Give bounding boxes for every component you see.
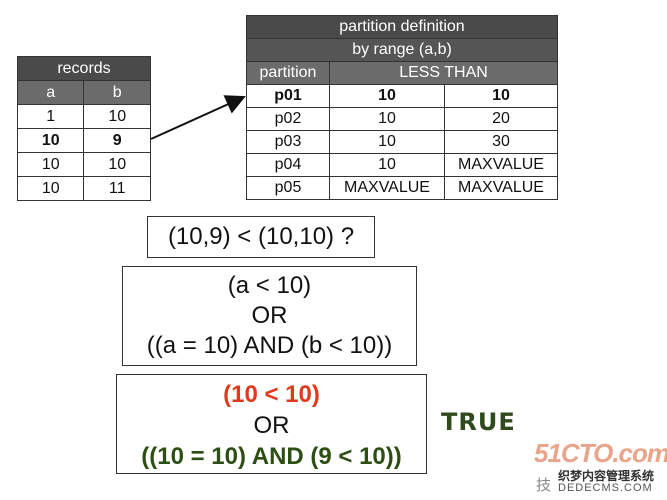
evaluation-true-term: ((10 = 10) AND (9 < 10)) (141, 443, 402, 470)
expression-line: OR (251, 302, 288, 329)
table-cell: p02 (246, 107, 330, 131)
records-table: records a b 1 10 10 9 10 10 10 11 (16, 56, 151, 201)
table-row: p05 MAXVALUE MAXVALUE (246, 176, 558, 200)
table-cell: p05 (246, 176, 330, 200)
watermark-cn: 织梦内容管理系统 (558, 469, 655, 483)
evaluation-false-term: (10 < 10) (223, 381, 320, 408)
evaluation-or: OR (253, 412, 290, 439)
records-title: records (17, 56, 151, 81)
evaluation-box: (10 < 10) OR ((10 = 10) AND (9 < 10)) (116, 374, 427, 474)
table-cell: 11 (83, 176, 151, 201)
comparison-question: (10,9) < (10,10) ? (147, 216, 375, 258)
table-row: 10 11 (16, 176, 151, 201)
expression-line: (a < 10) (227, 272, 312, 299)
table-cell: 10 (16, 152, 85, 177)
table-row: p04 10 MAXVALUE (246, 153, 558, 177)
table-cell: p01 (246, 84, 330, 108)
table-cell: 10 (329, 84, 445, 108)
table-row: p02 10 20 (246, 107, 558, 131)
table-row: 1 10 (16, 104, 151, 129)
watermark-url: DEDECMS.COM (558, 482, 653, 494)
watermark-logo: 51CTO.com (534, 438, 667, 468)
table-cell: MAXVALUE (444, 176, 558, 200)
watermark-prefix: 技 (536, 477, 552, 494)
expression-box: (a < 10) OR ((a = 10) AND (b < 10)) (122, 266, 417, 366)
partition-title: partition definition (246, 15, 558, 39)
partition-table: partition definition by range (a,b) part… (246, 15, 558, 200)
table-cell: 10 (16, 128, 85, 153)
table-cell: 1 (16, 104, 85, 129)
table-cell: p04 (246, 153, 330, 177)
table-cell: 10 (329, 107, 445, 131)
table-cell: 10 (16, 176, 85, 201)
table-row-highlighted: p01 10 10 (246, 84, 558, 108)
table-cell: MAXVALUE (444, 153, 558, 177)
expression-line: ((a = 10) AND (b < 10)) (146, 332, 393, 359)
table-cell: 10 (83, 104, 151, 129)
result-label: TRUE (441, 408, 516, 436)
table-cell: 30 (444, 130, 558, 154)
